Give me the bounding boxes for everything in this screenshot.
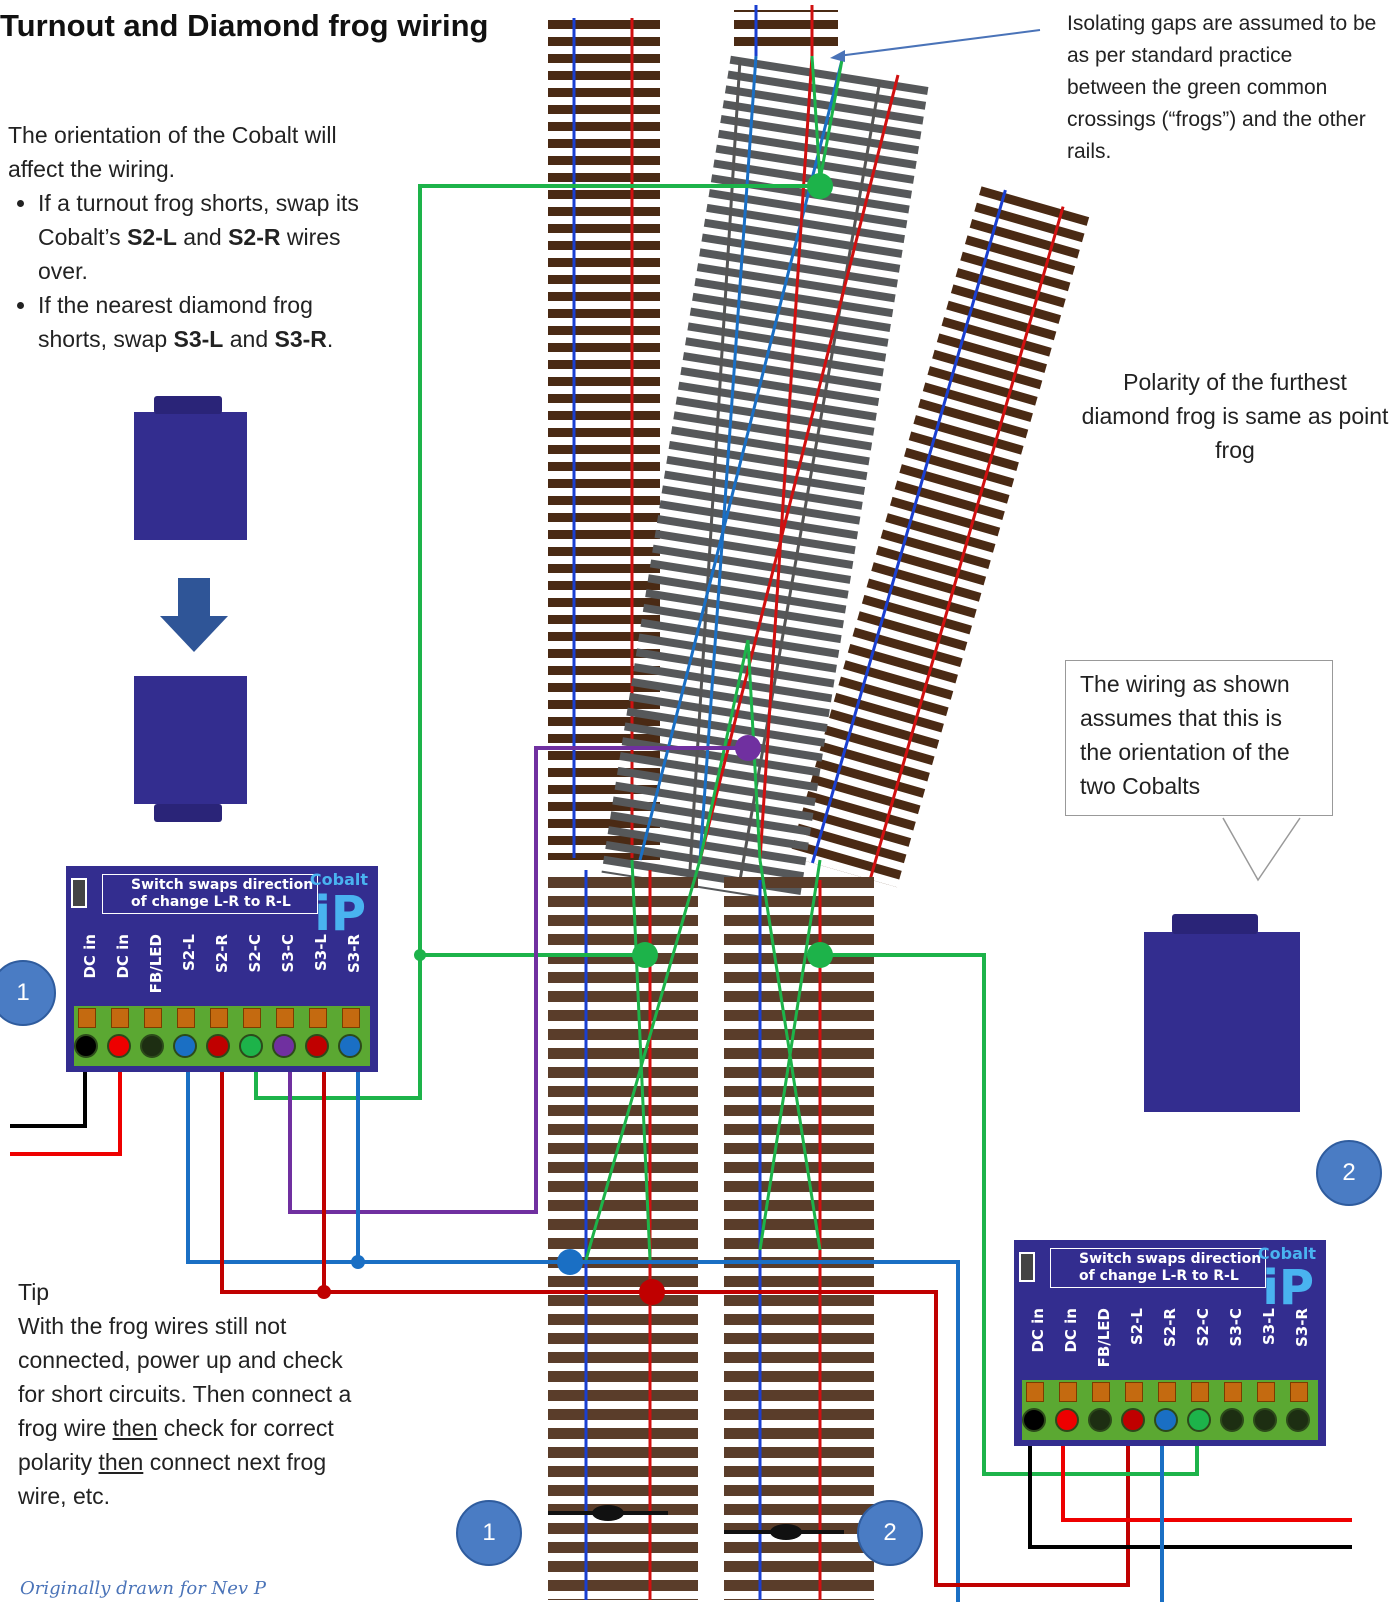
track-stub-top [734, 5, 838, 56]
badge-cobalt-2: 2 [1316, 1140, 1382, 1206]
orientation-callout: The wiring as shown assumes that this is… [1065, 660, 1333, 816]
junction-dots [317, 173, 833, 1305]
direction-switch[interactable] [71, 878, 87, 908]
cobalt-logo-ip: iP [314, 886, 366, 942]
tip-text: Tip With the frog wires still not connec… [18, 1275, 358, 1513]
bullet-diamond: If the nearest diamond frog shorts, swap… [38, 288, 378, 356]
bullet-turnout: If a turnout frog shorts, swap its Cobal… [38, 186, 378, 288]
tip-heading: Tip [18, 1279, 50, 1305]
tip-body: With the frog wires still not connected,… [18, 1313, 352, 1509]
terminal-labels: DC in DC in FB/LED S2-L S2-R S2-C S3-C S… [1029, 1308, 1311, 1368]
arrow-icon [830, 50, 845, 62]
intro-lead: The orientation of the Cobalt will affec… [8, 122, 337, 182]
badge-point-2: 2 [857, 1500, 923, 1566]
polarity-note: Polarity of the furthest diamond frog is… [1081, 369, 1389, 463]
straight-track-upper [548, 18, 660, 860]
down-arrow-icon [160, 578, 228, 652]
direction-switch[interactable] [1019, 1252, 1035, 1282]
badge-point-1: 1 [456, 1500, 522, 1566]
cobalt-logo-text: Cobalt [1257, 1244, 1316, 1263]
lower-track-right [724, 859, 874, 1600]
cobalt-logo-ip: iP [1262, 1260, 1314, 1316]
terminal-labels: DC in DC in FB/LED S2-L S2-R S2-C S3-C S… [81, 934, 363, 994]
credit-text: Originally drawn for Nev P [20, 1578, 266, 1599]
isolating-gaps-note: Isolating gaps are assumed to be as per … [1067, 12, 1377, 163]
page-title: Turnout and Diamond frog wiring [0, 8, 489, 43]
cobalt-servo-icon [134, 396, 1300, 1112]
orientation-notes: The orientation of the Cobalt will affec… [8, 118, 378, 356]
diverging-track [789, 183, 1090, 888]
cobalt-logo-text: Cobalt [309, 870, 368, 889]
point-motor-icon [548, 1505, 844, 1540]
badge-cobalt-1: 1 [0, 960, 56, 1026]
lower-track-left [548, 859, 702, 1600]
